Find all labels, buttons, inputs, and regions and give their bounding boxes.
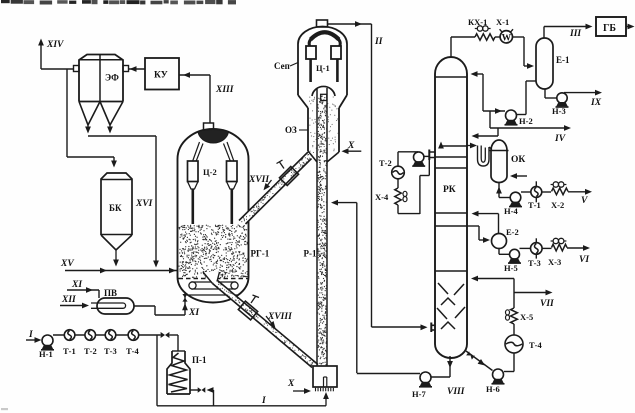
svg-text:Сеп: Сеп xyxy=(274,61,290,71)
svg-text:Ц-1: Ц-1 xyxy=(316,63,330,73)
svg-text:Т-2: Т-2 xyxy=(84,346,97,356)
svg-text:XII: XII xyxy=(61,295,76,305)
svg-text:XVII: XVII xyxy=(248,175,269,185)
svg-text:III: III xyxy=(569,29,581,39)
svg-text:Т-2: Т-2 xyxy=(379,158,392,168)
svg-text:Н-7: Н-7 xyxy=(412,389,426,399)
svg-text:Х-4: Х-4 xyxy=(375,192,389,202)
svg-text:Р-1: Р-1 xyxy=(304,249,317,259)
svg-text:XVIII: XVIII xyxy=(267,312,292,322)
svg-text:Т-1: Т-1 xyxy=(528,200,541,210)
svg-text:Н-1: Н-1 xyxy=(39,349,53,359)
svg-text:XVI: XVI xyxy=(135,199,153,209)
svg-text:ЭФ: ЭФ xyxy=(105,73,119,83)
svg-text:W: W xyxy=(502,34,512,44)
svg-text:XI: XI xyxy=(71,280,82,290)
svg-text:XIII: XIII xyxy=(215,85,234,95)
svg-text:ОЗ: ОЗ xyxy=(285,125,297,135)
svg-text:ПВ: ПВ xyxy=(104,288,117,298)
svg-text:I: I xyxy=(28,330,33,340)
svg-text:Х-1: Х-1 xyxy=(496,17,509,27)
svg-text:X: X xyxy=(287,379,295,389)
svg-text:Т-4: Т-4 xyxy=(529,340,543,350)
svg-text:КУ: КУ xyxy=(154,71,168,81)
svg-text:Т-1: Т-1 xyxy=(63,346,76,356)
svg-text:РГ-1: РГ-1 xyxy=(251,249,270,259)
svg-text:БК: БК xyxy=(109,203,122,213)
svg-text:VIII: VIII xyxy=(447,387,465,397)
svg-text:Т-3: Т-3 xyxy=(104,346,117,356)
svg-text:Т-4: Т-4 xyxy=(126,346,140,356)
svg-text:Ц-2: Ц-2 xyxy=(203,167,217,177)
svg-text:XIV: XIV xyxy=(46,40,64,50)
svg-text:Х-3: Х-3 xyxy=(548,257,561,267)
svg-text:II: II xyxy=(374,37,383,47)
svg-text:Е-2: Е-2 xyxy=(506,227,519,237)
svg-text:РК: РК xyxy=(443,185,456,195)
svg-text:Х-5: Х-5 xyxy=(520,312,533,322)
svg-text:XI: XI xyxy=(188,308,199,318)
svg-text:Н-5: Н-5 xyxy=(504,263,518,273)
svg-text:Н-4: Н-4 xyxy=(504,206,518,216)
svg-text:I: I xyxy=(261,396,266,406)
svg-text:IX: IX xyxy=(590,98,602,108)
svg-text:Н-2: Н-2 xyxy=(519,116,533,126)
svg-text:IV: IV xyxy=(554,134,566,144)
svg-text:ОК: ОК xyxy=(511,155,525,165)
svg-text:Н-3: Н-3 xyxy=(552,106,566,116)
svg-text:ГБ: ГБ xyxy=(603,23,616,34)
svg-text:П-1: П-1 xyxy=(192,355,207,365)
svg-text:XV: XV xyxy=(60,259,74,269)
svg-text:КХ-1: КХ-1 xyxy=(468,17,487,27)
svg-text:VII: VII xyxy=(540,299,554,309)
svg-text:VI: VI xyxy=(579,255,589,265)
svg-text:V: V xyxy=(581,196,588,206)
svg-text:Е-1: Е-1 xyxy=(556,55,570,65)
svg-text:Х-2: Х-2 xyxy=(551,200,564,210)
svg-text:Н-6: Н-6 xyxy=(486,384,500,394)
svg-text:X: X xyxy=(347,141,355,151)
svg-text:Т-3: Т-3 xyxy=(528,258,541,268)
